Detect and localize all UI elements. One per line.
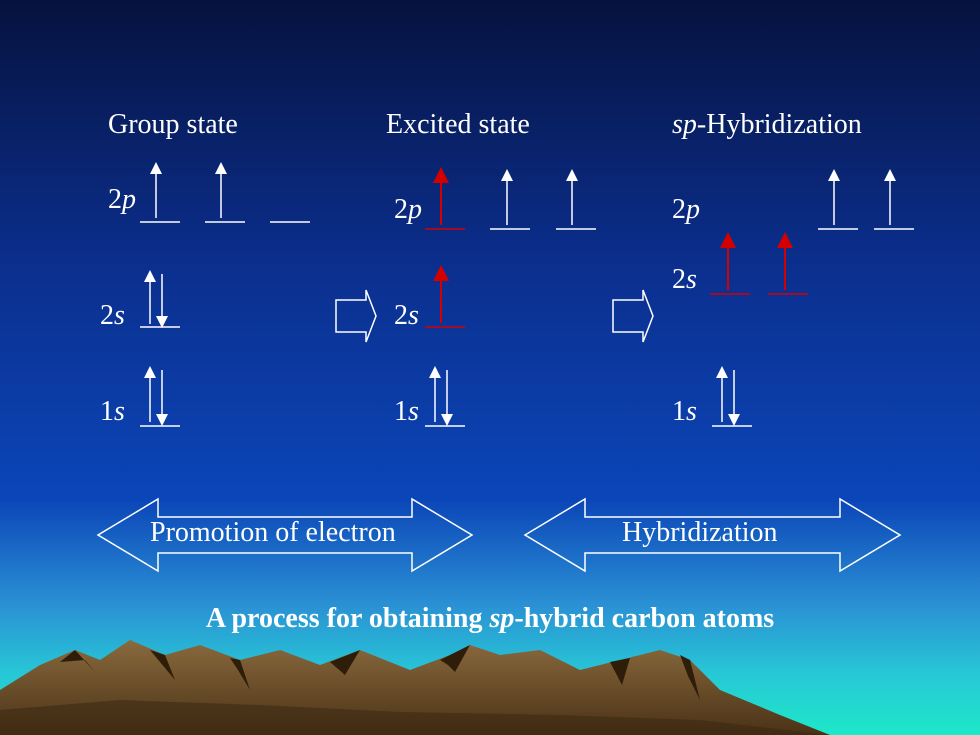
promotion-double-arrow [96,497,474,573]
mountain-range-illustration [0,640,830,735]
ground-2p-orbitals [140,162,310,223]
label-excited-1s: 1s [394,396,419,427]
label-ground-1s: 1s [100,396,125,427]
column-title-italic-part: sp [672,109,697,140]
hybridization-arrow-label: Hybridization [622,517,778,548]
hybrid-sp-orbitals [710,232,808,295]
column-title-excited-state: Excited state [386,109,530,140]
slide-caption: A process for obtaining sp-hybrid carbon… [205,603,775,634]
transition-arrow-ground-to-excited [335,289,377,343]
label-hybrid-2p: 2p [672,194,700,225]
excited-2p-orbitals [425,167,596,230]
ground-1s-orbital [140,366,180,427]
ground-2s-orbital [140,270,180,328]
label-hybrid-1s: 1s [672,396,697,427]
label-excited-2s: 2s [394,300,419,331]
hybrid-1s-orbital [712,366,752,427]
column-title-sp-hybridization: sp-Hybridization [672,109,862,141]
excited-2s-orbital [425,265,465,328]
hybrid-2p-orbitals [818,169,914,230]
hybridization-double-arrow [523,497,902,573]
excited-1s-orbital [425,366,465,427]
column-title-rest-part: -Hybridization [696,109,862,140]
transition-arrow-excited-to-hybrid [612,289,654,343]
promotion-arrow-label: Promotion of electron [150,517,396,548]
column-title-ground-state: Group state [108,109,238,140]
label-ground-2s: 2s [100,300,125,331]
label-ground-2p: 2p [108,184,136,215]
label-hybrid-2s: 2s [672,264,697,295]
label-excited-2p: 2p [394,194,422,225]
